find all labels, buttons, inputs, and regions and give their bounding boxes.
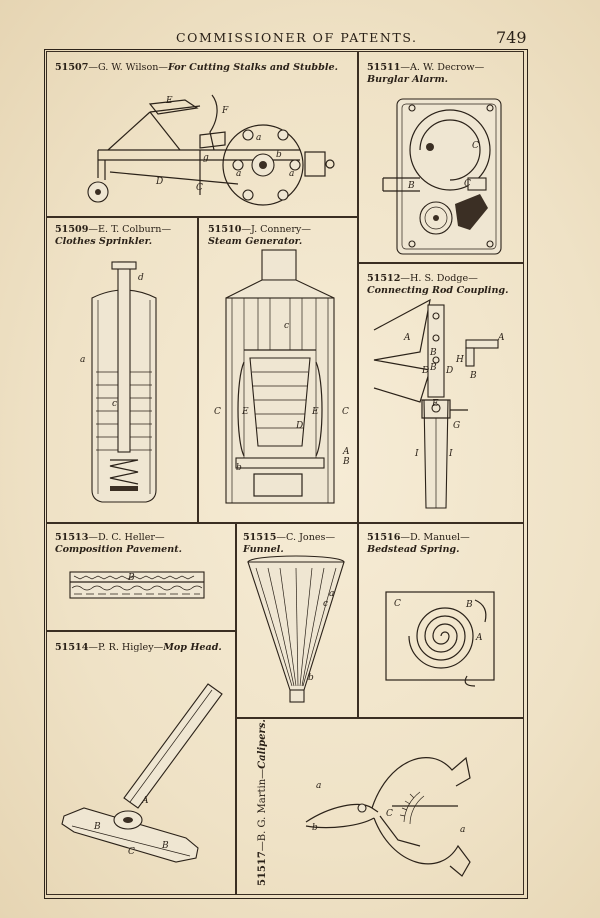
connery-label: B: [342, 457, 350, 467]
wilson-label: C: [196, 183, 203, 193]
panel-decrow: [358, 51, 524, 263]
connery-label: E: [311, 407, 319, 417]
caption-51510: 51510—J. Connery— Steam Generator.: [208, 224, 311, 247]
dodge-label: I: [414, 449, 419, 459]
dodge-label: D: [445, 366, 453, 376]
martin-calipers-illustration: a b C a: [305, 756, 471, 877]
wilson-label: a: [256, 133, 261, 143]
plate-frame: [44, 49, 528, 899]
wilson-label: F: [221, 106, 229, 116]
manuel-bedstead-spring-illustration: C B A: [385, 591, 495, 687]
higley-label: C: [128, 847, 135, 857]
caption-51511: 51511—A. W. Decrow— Burglar Alarm.: [367, 62, 485, 85]
martin-label: a: [460, 825, 465, 835]
panel-wilson: [46, 51, 358, 217]
dodge-label: H: [455, 355, 464, 365]
dodge-rod-coupling-illustration: A B B A H B D D E G I I: [373, 298, 505, 509]
jones-funnel-illustration: a c b: [247, 555, 345, 703]
panel-manuel: [358, 523, 524, 718]
wilson-label: g: [203, 153, 209, 163]
decrow-label: C: [464, 179, 471, 189]
panel-dodge: [358, 263, 524, 523]
header-title: COMMISSIONER OF PATENTS.: [176, 30, 418, 45]
panel-heller: [46, 523, 236, 631]
heller-pavement-illustration: B: [69, 571, 205, 599]
martin-label: C: [386, 809, 393, 819]
connery-steam-generator-illustration: c C E E C D A B b: [214, 249, 350, 504]
caption-51514: 51514—P. R. Higley—Mop Head.: [55, 642, 222, 653]
dodge-label: I: [448, 449, 453, 459]
wilson-label: a: [289, 169, 294, 179]
connery-label: C: [214, 407, 221, 417]
dodge-label: B: [429, 363, 437, 373]
jones-label: b: [308, 673, 314, 683]
dodge-label: A: [403, 333, 411, 343]
colburn-label: c: [112, 399, 117, 409]
connery-label: c: [284, 321, 289, 331]
martin-label: a: [316, 781, 321, 791]
connery-label: A: [342, 447, 350, 457]
wilson-label: E: [165, 96, 173, 106]
page-number: 749: [496, 28, 527, 47]
heller-label: B: [127, 573, 135, 583]
connery-label: D: [295, 421, 303, 431]
caption-51507: 51507—G. W. Wilson—For Cutting Stalks an…: [55, 62, 338, 73]
manuel-label: B: [465, 600, 473, 610]
wilson-label: D: [155, 177, 163, 187]
caption-51515: 51515—C. Jones— Funnel.: [243, 532, 336, 555]
caption-51509: 51509—E. T. Colburn— Clothes Sprinkler.: [55, 224, 172, 247]
decrow-burglar-alarm-illustration: C B C: [382, 98, 502, 255]
caption-51516: 51516—D. Manuel— Bedstead Spring.: [367, 532, 470, 555]
martin-label: b: [312, 823, 318, 833]
decrow-label: B: [407, 181, 415, 191]
panel-connery: [198, 217, 358, 523]
wilson-label: a: [236, 169, 241, 179]
decrow-label: C: [472, 141, 479, 151]
page-header: COMMISSIONER OF PATENTS. 749: [0, 28, 600, 48]
connery-label: b: [236, 463, 242, 473]
higley-label: B: [161, 841, 169, 851]
dodge-label: B: [469, 371, 477, 381]
panel-jones: [236, 523, 358, 718]
dodge-label: B: [429, 348, 437, 358]
dodge-label: A: [497, 333, 505, 343]
jones-label: c: [323, 599, 328, 609]
manuel-label: A: [475, 633, 483, 643]
higley-label: B: [93, 822, 101, 832]
panel-higley: [46, 631, 236, 895]
wilson-stalk-cutter-illustration: E F a b a a g C D: [87, 94, 335, 206]
connery-label: E: [241, 407, 249, 417]
connery-label: C: [342, 407, 349, 417]
caption-51512: 51512—H. S. Dodge— Connecting Rod Coupli…: [367, 273, 509, 296]
panel-martin: [236, 718, 524, 895]
wilson-label: b: [276, 150, 282, 160]
colburn-clothes-sprinkler-illustration: d a c: [80, 261, 157, 503]
dodge-label: E: [431, 399, 439, 409]
panel-colburn: [46, 217, 198, 523]
higley-label: A: [141, 796, 149, 806]
colburn-label: d: [138, 273, 144, 283]
dodge-label: D: [421, 366, 429, 376]
dodge-label: G: [453, 421, 460, 431]
caption-51513: 51513—D. C. Heller— Composition Pavement…: [55, 532, 182, 555]
higley-mop-head-illustration: A B B C: [61, 683, 223, 863]
jones-label: a: [329, 589, 334, 599]
manuel-label: C: [394, 599, 401, 609]
colburn-label: a: [80, 355, 85, 365]
